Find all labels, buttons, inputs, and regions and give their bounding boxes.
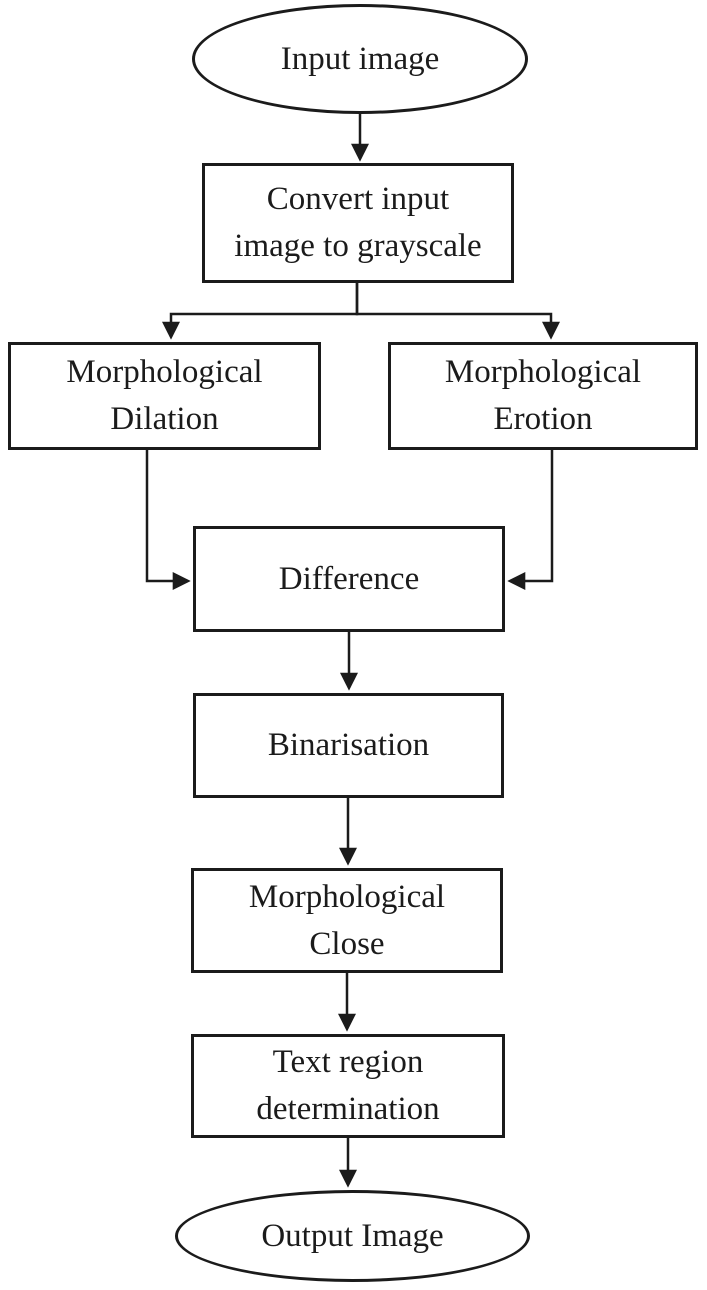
node-label-line: Morphological [444, 354, 642, 390]
node-label-line: Morphological [248, 878, 446, 915]
node-label-line: Text region [272, 1044, 424, 1080]
node-label-line: determination [256, 1091, 440, 1127]
node-label-line: image to grayscale [234, 228, 482, 264]
node-text-region-determination: Text region determination [191, 1034, 505, 1138]
node-morphological-erotion: Morphological Erotion [388, 342, 698, 450]
node-morphological-close: Morphological Close [191, 868, 503, 973]
node-label: Difference [278, 560, 420, 597]
edge-grayscale-to-dilation [162, 283, 359, 340]
node-label-line: Convert input [266, 181, 450, 217]
edge-grayscale-to-erotion [355, 283, 560, 340]
node-label-line: Close [309, 925, 385, 962]
node-label-line: Erotion [493, 401, 593, 437]
node-difference: Difference [193, 526, 505, 632]
node-morphological-dilation: Morphological Dilation [8, 342, 321, 450]
node-output-image: Output Image [175, 1190, 530, 1282]
node-binarisation: Binarisation [193, 693, 504, 798]
node-label: Output Image [261, 1217, 444, 1254]
node-label-line: Morphological [66, 354, 263, 390]
node-convert-grayscale: Convert input image to grayscale [202, 163, 514, 283]
node-label: Binarisation [267, 727, 430, 763]
node-label-line: Dilation [110, 401, 219, 437]
edge-erotion-to-difference [507, 450, 554, 590]
node-input-image: Input image [192, 4, 528, 114]
node-label: Input image [280, 40, 440, 77]
edge-dilation-to-difference [145, 450, 191, 590]
